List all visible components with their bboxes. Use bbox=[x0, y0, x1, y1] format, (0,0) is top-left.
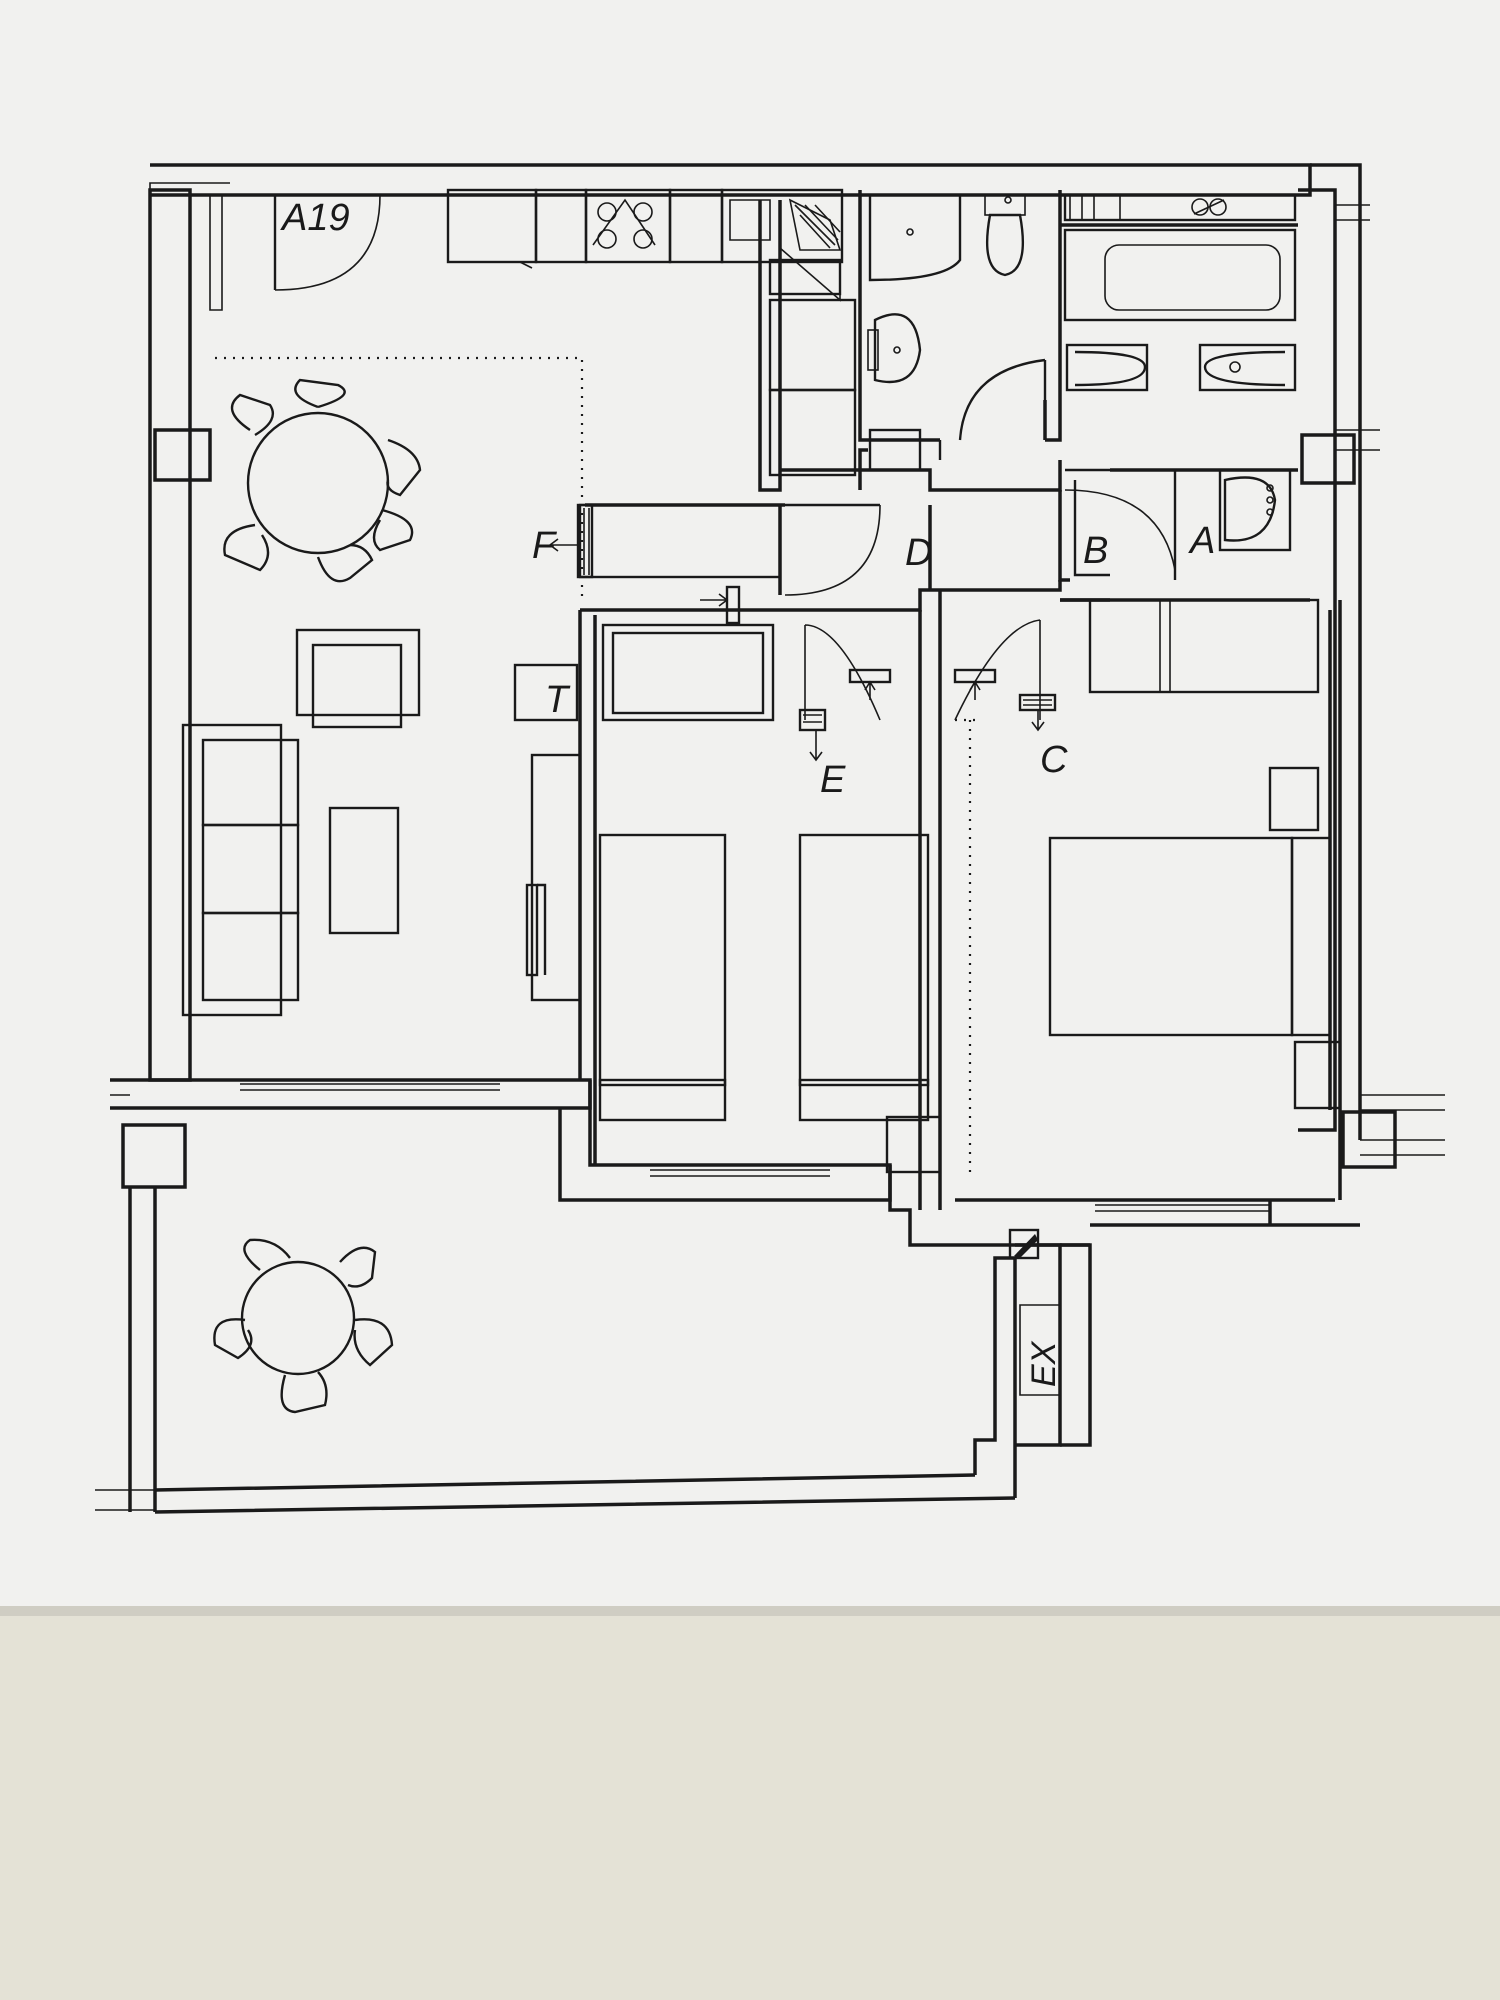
walls bbox=[95, 163, 1445, 1514]
label-unit: A19 bbox=[280, 197, 350, 239]
label-f: F bbox=[532, 525, 557, 567]
bedroom-2 bbox=[955, 598, 1342, 1175]
label-d: D bbox=[905, 532, 932, 574]
label-c: C bbox=[1040, 739, 1068, 781]
plan-labels: A19 A B C D E F T EX bbox=[280, 197, 1215, 1387]
label-e: E bbox=[820, 759, 846, 801]
living-room bbox=[181, 356, 584, 1017]
bathroom-shower bbox=[867, 193, 1047, 472]
bedroom-1 bbox=[598, 623, 942, 1174]
paper-shadow bbox=[0, 1606, 1500, 1616]
terrace bbox=[213, 1238, 394, 1414]
dining-chairs-living bbox=[223, 378, 422, 583]
kitchen bbox=[446, 188, 857, 477]
label-b: B bbox=[1083, 530, 1108, 572]
label-ex: EX bbox=[1025, 1340, 1063, 1387]
label-a: A bbox=[1188, 520, 1215, 562]
corridor-doors bbox=[273, 194, 1110, 762]
label-t: T bbox=[545, 679, 571, 721]
paper-sheet bbox=[0, 0, 1500, 1612]
bathroom-tub bbox=[1063, 193, 1297, 580]
